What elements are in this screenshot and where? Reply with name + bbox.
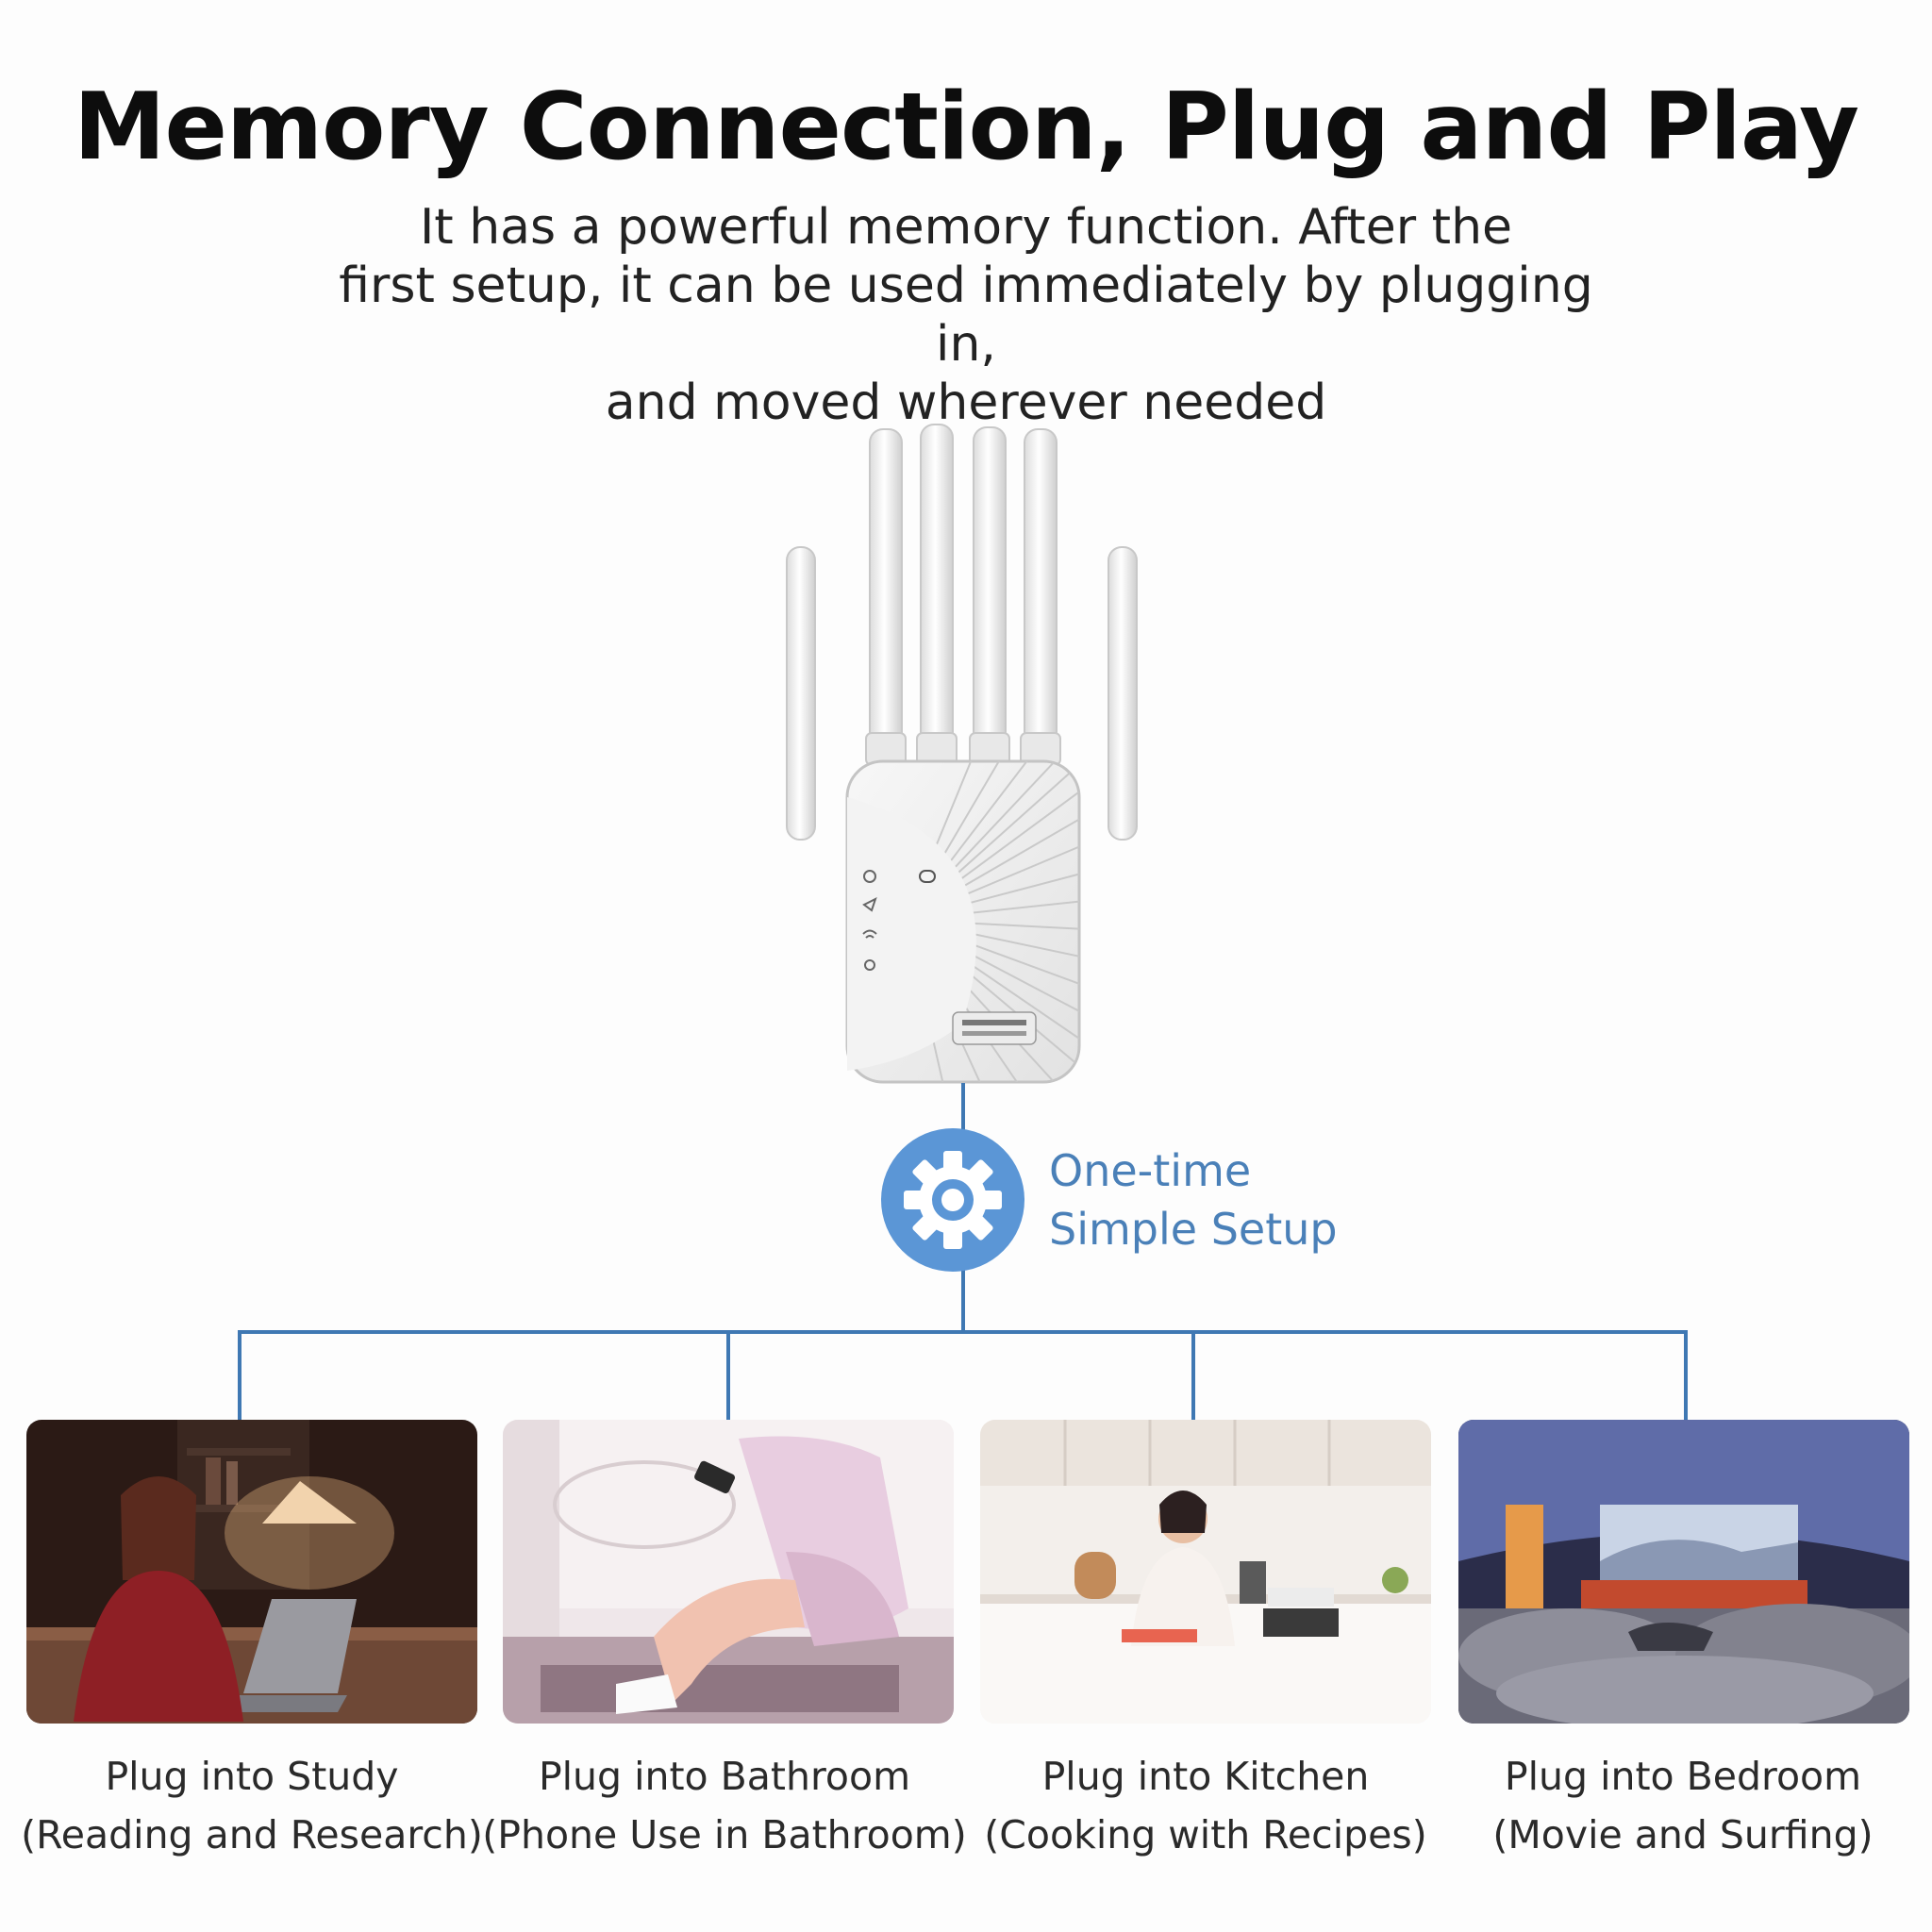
subtitle-line-2: first setup, it can be used immediately … (339, 258, 1593, 373)
bathroom-image (503, 1420, 954, 1724)
kitchen-caption-detail: (Cooking with Recipes) (984, 1812, 1427, 1857)
study-caption-detail: (Reading and Research) (21, 1812, 483, 1857)
connector-drop-4 (1684, 1330, 1688, 1422)
gear-icon (904, 1151, 1002, 1249)
setup-label-line-2: Simple Setup (1049, 1204, 1338, 1255)
connector-drop-1 (238, 1330, 242, 1422)
connector-bus (238, 1330, 1688, 1334)
bedroom-image (1458, 1420, 1909, 1724)
antenna-4 (973, 426, 1007, 760)
subtitle-line-3: and moved wherever needed (605, 375, 1327, 431)
bedroom-caption-title: Plug into Bedroom (1504, 1754, 1862, 1799)
bathroom-caption: Plug into Bathroom (Phone Use in Bathroo… (479, 1747, 970, 1864)
antenna-1 (786, 546, 816, 841)
kitchen-image (980, 1420, 1431, 1724)
antenna-6 (1108, 546, 1138, 841)
connector-gear-to-bus (961, 1270, 965, 1334)
study-caption-title: Plug into Study (105, 1754, 399, 1799)
wifi-extender-image (786, 424, 1138, 1084)
bedroom-caption: Plug into Bedroom (Movie and Surfing) (1438, 1747, 1928, 1864)
page-subtitle: It has a powerful memory function. After… (306, 198, 1626, 432)
connector-device-to-gear (961, 1083, 965, 1130)
antenna-5 (1024, 428, 1058, 760)
study-image (26, 1420, 477, 1724)
antenna-3 (920, 424, 954, 760)
connector-drop-3 (1191, 1330, 1195, 1422)
bedroom-caption-detail: (Movie and Surfing) (1492, 1812, 1874, 1857)
bathroom-caption-title: Plug into Bathroom (538, 1754, 911, 1799)
connector-drop-2 (726, 1330, 730, 1422)
subtitle-line-1: It has a powerful memory function. After… (419, 199, 1513, 256)
kitchen-caption-title: Plug into Kitchen (1041, 1754, 1370, 1799)
bathroom-caption-detail: (Phone Use in Bathroom) (482, 1812, 967, 1857)
kitchen-caption: Plug into Kitchen (Cooking with Recipes) (960, 1747, 1451, 1864)
setup-label: One-time Simple Setup (1049, 1141, 1360, 1258)
page-title: Memory Connection, Plug and Play (73, 74, 1859, 181)
setup-badge (881, 1128, 1024, 1272)
antenna-2 (869, 428, 903, 760)
setup-label-line-1: One-time (1049, 1145, 1252, 1196)
study-caption: Plug into Study (Reading and Research) (7, 1747, 497, 1864)
